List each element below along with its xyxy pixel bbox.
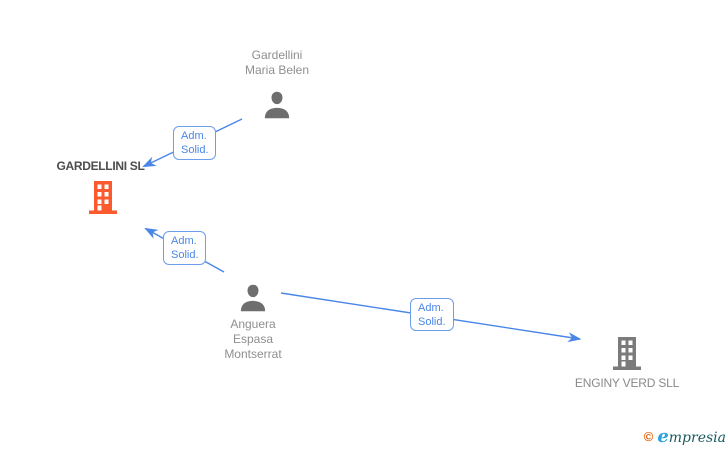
company1-icon[interactable]: [89, 181, 117, 214]
edge-label-adm-solid-3: Adm. Solid.: [410, 298, 454, 331]
person-silhouette-icon: [264, 91, 290, 119]
edge2-label-line2: Solid.: [171, 249, 199, 261]
person1-icon[interactable]: [263, 91, 291, 119]
person1-name-line1: Gardellini: [251, 48, 303, 62]
empresia-logo: ©empresia: [644, 427, 726, 448]
person2-name-line2: Espasa: [232, 332, 274, 346]
company2-name: ENGINY VERD SLL: [574, 376, 680, 390]
brand-name: mpresia: [668, 430, 726, 446]
edge3-label-line1: Adm.: [418, 302, 444, 314]
node-label-person1[interactable]: Gardellini Maria Belen: [197, 48, 357, 78]
company1-name: GARDELLINI SL: [56, 159, 145, 173]
node-label-company2[interactable]: ENGINY VERD SLL: [557, 376, 697, 390]
edge1-label-line2: Solid.: [181, 144, 209, 156]
building-icon: [89, 181, 117, 214]
person-silhouette-icon: [240, 284, 266, 312]
copyright-icon: ©: [643, 429, 654, 444]
person1-name-line2: Maria Belen: [244, 63, 310, 77]
edge3-label-line2: Solid.: [418, 316, 446, 328]
edge2-label-line1: Adm.: [171, 235, 197, 247]
brand-initial: e: [657, 426, 669, 447]
edge-label-adm-solid-1: Adm. Solid.: [173, 126, 216, 160]
person2-name-line3: Montserrat: [224, 347, 282, 361]
edge1-label-line1: Adm.: [181, 130, 207, 142]
building-icon: [613, 337, 641, 370]
node-label-person2[interactable]: Anguera Espasa Montserrat: [183, 317, 323, 362]
person2-name-line1: Anguera: [230, 317, 276, 331]
person2-icon[interactable]: [239, 284, 267, 312]
node-label-company1[interactable]: GARDELLINI SL: [40, 159, 161, 173]
company2-icon[interactable]: [613, 337, 641, 370]
edge-label-adm-solid-2: Adm. Solid.: [163, 231, 206, 265]
